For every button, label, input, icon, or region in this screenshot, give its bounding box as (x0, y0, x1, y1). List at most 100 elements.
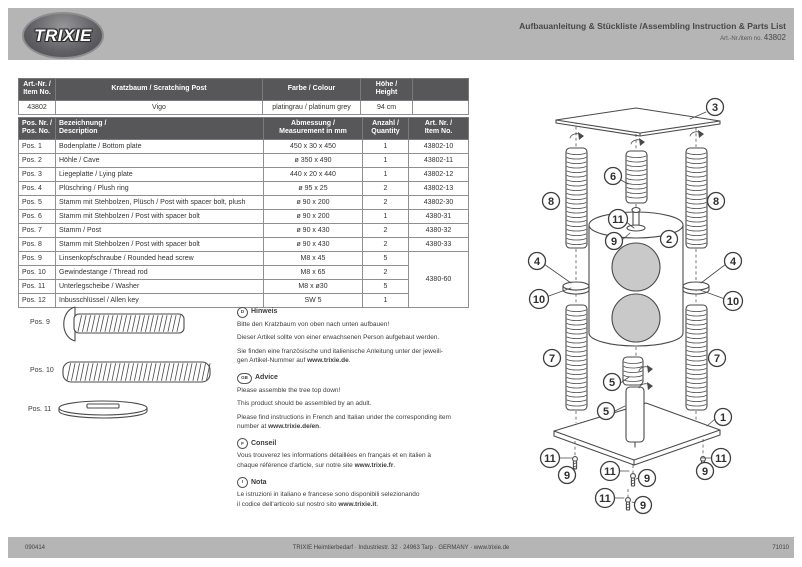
cell-item: 4380-31 (408, 208, 469, 224)
cell-height: 94 cm (360, 99, 413, 115)
cell-pos: Pos. 12 (18, 292, 56, 308)
post-8-right (685, 147, 708, 249)
note-paragraph: Please find instructions in French and I… (237, 413, 451, 430)
note-paragraph: Sie finden eine französische und italien… (237, 347, 443, 365)
col-height: Höhe / Height (360, 78, 413, 101)
callout-10: 10 (528, 288, 550, 310)
parts-table-header-row: Pos. Nr. / Pos. No. Bezeichnung / Descri… (18, 117, 469, 140)
svg-text:4: 4 (534, 256, 541, 268)
footer-band (8, 537, 794, 558)
cell-item: 43802-10 (408, 138, 469, 154)
callout-11: 11 (599, 460, 621, 482)
col-colour: Farbe / Colour (262, 78, 361, 101)
cell-qty: 5 (362, 278, 409, 294)
footer-code-right: 71010 (772, 545, 789, 551)
cell-pos: Pos. 3 (18, 166, 56, 182)
col-item-no: Art.-Nr. / Item No. (18, 78, 56, 101)
cave-top-washer (626, 224, 646, 232)
screw-icon (572, 456, 578, 470)
cell-item-no: 43802 (18, 99, 56, 115)
svg-text:7: 7 (714, 353, 720, 365)
svg-text:11: 11 (612, 214, 624, 226)
cell-item: 43802-12 (408, 166, 469, 182)
cell-item: 4380-33 (408, 236, 469, 252)
svg-text:11: 11 (604, 466, 616, 478)
language-i-icon: I (237, 477, 248, 489)
item-no-label: Art.-Nr./item no. (720, 36, 764, 42)
callout-7: 7 (542, 348, 562, 368)
part-label-pos11: Pos. 11 (28, 406, 52, 413)
svg-text:11: 11 (544, 453, 556, 465)
cell-qty: 1 (362, 292, 409, 308)
product-table: Art.-Nr. / Item No. Kratzbaum / Scratchi… (18, 78, 469, 115)
cell-qty: 2 (362, 180, 409, 196)
rotate-arrow-icon (638, 365, 653, 373)
item-no-value: 43802 (763, 33, 786, 42)
note-paragraph: Vous trouverez les informations détaillé… (237, 452, 432, 469)
callout-11: 11 (539, 447, 561, 469)
screw-icon (630, 473, 636, 487)
cell-qty: 1 (362, 152, 409, 168)
callout-9: 9 (604, 231, 624, 251)
col-measurement: Abmessung / Measurement in mm (263, 117, 363, 140)
centre-post (625, 386, 645, 443)
cell-desc: Stamm mit Stehbolzen / Post with spacer … (55, 236, 264, 252)
rounded-head-screw-icon (63, 306, 185, 342)
trixie-logo: TRIXIE (22, 12, 104, 59)
col-scratching-post: Kratzbaum / Scratching Post (55, 78, 263, 101)
svg-text:9: 9 (564, 470, 570, 482)
cell-size: ø 90 x 430 (263, 236, 363, 252)
svg-text:5: 5 (603, 406, 609, 418)
plush-ring-left (562, 281, 590, 291)
callout-11: 11 (594, 487, 616, 509)
thread-rod-icon (62, 361, 211, 383)
part-label-pos10: Pos. 10 (30, 367, 54, 374)
washer-icon (58, 400, 148, 419)
cell-item: 4380-32 (408, 222, 469, 238)
cell-pos: Pos. 4 (18, 180, 56, 196)
footer-address: TRIXIE Heimtierbedarf · Industriestr. 32… (292, 545, 510, 551)
cell-pos: Pos. 10 (18, 264, 56, 280)
cell-pos: Pos. 1 (18, 138, 56, 154)
callout-11: 11 (710, 447, 732, 469)
svg-text:11: 11 (599, 493, 611, 505)
footer-code-left: 090414 (25, 545, 46, 551)
note-paragraph: This product should be assembled by an a… (237, 400, 372, 408)
callout-5: 5 (602, 372, 622, 392)
cell-size: 440 x 20 x 440 (263, 166, 363, 182)
header-band (8, 8, 794, 60)
cell-desc: Unterlegscheibe / Washer (55, 278, 264, 294)
cell-desc: Stamm mit Stehbolzen / Post with spacer … (55, 208, 264, 224)
callout-2: 2 (659, 229, 679, 249)
cell-size: ø 350 x 490 (263, 152, 363, 168)
post-7-left (565, 304, 588, 411)
cell-item: 43802-30 (408, 194, 469, 210)
callout-8: 8 (706, 191, 726, 211)
rotate-arrow-icon (689, 130, 704, 138)
svg-text:5: 5 (609, 377, 615, 389)
rotate-arrow-icon (630, 138, 645, 146)
cell-desc: Stamm / Post (55, 222, 264, 238)
callout-4: 4 (723, 251, 743, 271)
language-gb-icon: GB (237, 372, 252, 384)
callout-6: 6 (603, 166, 623, 186)
svg-text:9: 9 (611, 236, 617, 248)
cell-desc: Inbusschlüssel / Allen key (55, 292, 264, 308)
note-title: Hinweis (251, 308, 278, 316)
callout-3: 3 (705, 97, 725, 117)
product-row: 43802 Vigo platingrau / platinum grey 94… (18, 99, 469, 115)
cell-desc: Linsenkopfschraube / Rounded head screw (55, 250, 264, 266)
svg-text:2: 2 (666, 234, 672, 246)
assembly-parts (553, 107, 721, 466)
callout-1: 1 (713, 407, 733, 427)
note-paragraph: Please assemble the tree top down! (237, 386, 341, 394)
